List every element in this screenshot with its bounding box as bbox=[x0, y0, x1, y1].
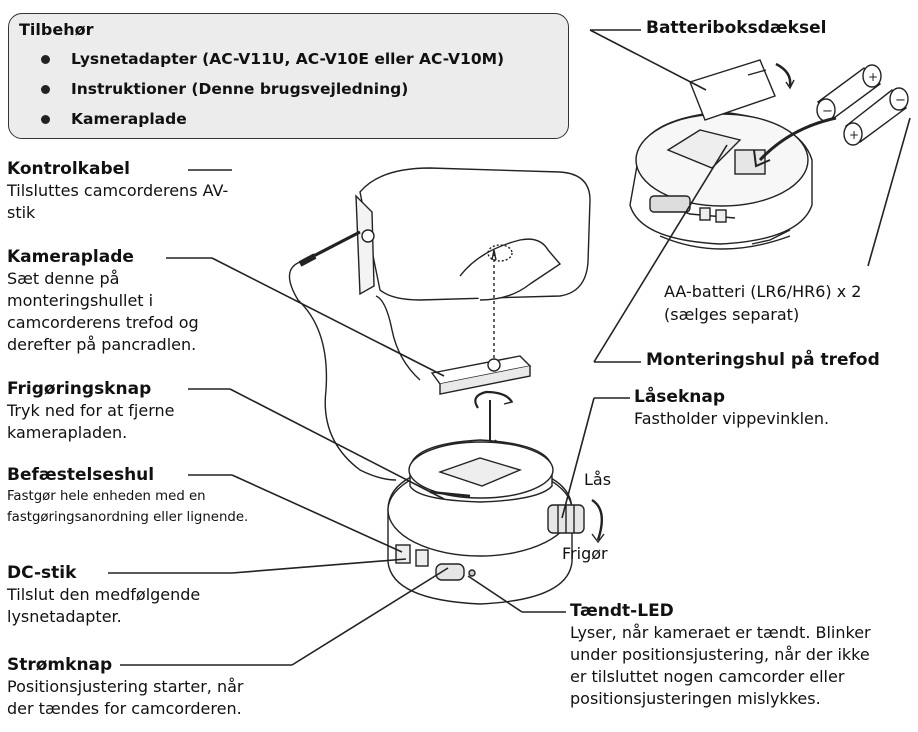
accessories-list: Lysnetadapter (AC-V11U, AC-V10E eller AC… bbox=[37, 48, 504, 138]
callout-title: Kameraplade bbox=[7, 247, 134, 267]
callout-title: Frigøringsknap bbox=[7, 379, 152, 399]
accessories-box: Tilbehør Lysnetadapter (AC-V11U, AC-V10E… bbox=[8, 13, 569, 139]
callout-desc-line: Tilsluttes camcorderens AV- bbox=[7, 181, 229, 200]
callout-desc-line: Fastgør hele enheden med en bbox=[7, 489, 206, 504]
control-cable-illustration bbox=[288, 230, 421, 481]
fixing-hole-callout: Befæstelseshul Fastgør hele enheden med … bbox=[7, 464, 277, 528]
callout-title: Kontrolkabel bbox=[7, 159, 130, 179]
callout-desc-line: kamerapladen. bbox=[7, 423, 128, 442]
callout-title: Befæstelseshul bbox=[7, 465, 155, 485]
pan-cradle-illustration bbox=[387, 439, 605, 605]
svg-text:+: + bbox=[868, 70, 878, 84]
callout-desc-line: Fastholder vippevinklen. bbox=[634, 409, 830, 428]
callout-desc-line: Tryk ned for at fjerne bbox=[7, 401, 175, 420]
svg-text:−: − bbox=[822, 104, 833, 119]
list-item: Kameraplade bbox=[37, 108, 504, 138]
callout-desc-line: Tilslut den medfølgende bbox=[7, 585, 201, 604]
tripod-hole-label: Monteringshul på trefod bbox=[646, 350, 880, 370]
svg-text:−: − bbox=[895, 93, 906, 108]
camera-plate-callout: Kameraplade Sæt denne på monteringshulle… bbox=[7, 246, 237, 356]
callout-desc-line: positionsjusteringen mislykkes. bbox=[570, 689, 821, 708]
aa-batteries-illustration: − + + − bbox=[753, 64, 909, 168]
callout-desc-line: AA-batteri (LR6/HR6) x 2 bbox=[664, 282, 862, 301]
release-direction-label: Frigør bbox=[562, 544, 608, 563]
list-item: Instruktioner (Denne brugsvejledning) bbox=[37, 78, 504, 108]
dc-jack-callout: DC-stik Tilslut den medfølgende lysnetad… bbox=[7, 562, 237, 628]
svg-text:+: + bbox=[849, 128, 859, 142]
lock-direction-label: Lås bbox=[584, 470, 612, 489]
battery-cover-label: Batteriboksdæksel bbox=[646, 18, 827, 38]
callout-desc-line: derefter på pancradlen. bbox=[7, 335, 197, 354]
callout-desc-line: Lyser, når kameraet er tændt. Blinker bbox=[570, 623, 871, 642]
callout-desc-line: monteringshullet i bbox=[7, 291, 154, 310]
callout-desc-line: er tilsluttet nogen camcorder eller bbox=[570, 667, 845, 686]
callout-desc-line: stik bbox=[7, 203, 36, 222]
callout-title: Tændt-LED bbox=[570, 601, 674, 621]
callout-desc-line: der tændes for camcorderen. bbox=[7, 699, 242, 718]
camcorder-illustration bbox=[355, 167, 591, 301]
callout-desc-line: under positionsjustering, når der ikke bbox=[570, 645, 870, 664]
power-button-callout: Strømknap Positionsjustering starter, nå… bbox=[7, 654, 297, 720]
batteries-label: AA-batteri (LR6/HR6) x 2 (sælges separat… bbox=[664, 280, 861, 326]
callout-desc-line: (sælges separat) bbox=[664, 305, 800, 324]
callout-desc-line: Positionsjustering starter, når bbox=[7, 677, 244, 696]
callout-desc-line: camcorderens trefod og bbox=[7, 313, 199, 332]
accessories-title: Tilbehør bbox=[19, 20, 94, 39]
callout-desc-line: lysnetadapter. bbox=[7, 607, 122, 626]
callout-title: DC-stik bbox=[7, 563, 77, 583]
list-item: Lysnetadapter (AC-V11U, AC-V10E eller AC… bbox=[37, 48, 504, 78]
battery-compartment-illustration bbox=[629, 111, 813, 250]
power-led-callout: Tændt-LED Lyser, når kameraet er tændt. … bbox=[570, 600, 916, 710]
callout-title: Strømknap bbox=[7, 655, 113, 675]
callout-desc-line: fastgøringsanordning eller lignende. bbox=[7, 510, 249, 525]
battery-cover-illustration bbox=[689, 59, 795, 121]
callout-title: Låseknap bbox=[634, 387, 726, 407]
callout-desc-line: Sæt denne på bbox=[7, 269, 120, 288]
leader-lines bbox=[108, 29, 911, 666]
lock-knob-callout: Låseknap Fastholder vippevinklen. bbox=[634, 386, 894, 430]
control-cable-callout: Kontrolkabel Tilsluttes camcorderens AV-… bbox=[7, 158, 267, 224]
release-button-callout: Frigøringsknap Tryk ned for at fjerne ka… bbox=[7, 378, 237, 444]
